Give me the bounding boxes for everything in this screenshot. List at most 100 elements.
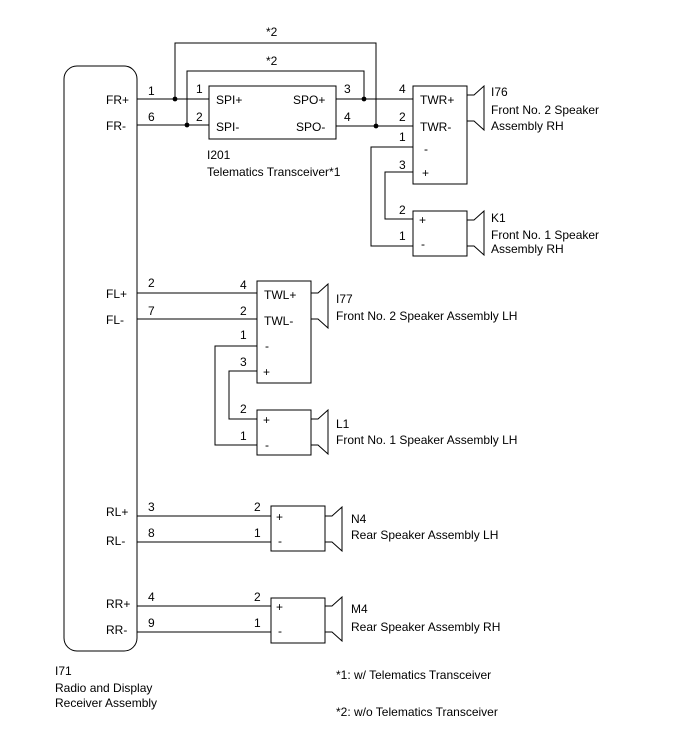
wire-i77-minus-to-l1-minus [214, 345, 257, 446]
i76-id: I76 [491, 85, 508, 99]
telematics-terminal-spi-plus: SPI+ [216, 93, 242, 107]
n4-terminal-minus: - [278, 534, 282, 548]
l1-speaker-cone-icon [310, 408, 329, 456]
i76-speaker-body [412, 85, 468, 185]
bypass-wire-inner [186, 70, 365, 125]
i76-pin-plus: 3 [399, 158, 406, 172]
k1-name-line2: Assembly RH [491, 242, 564, 256]
telematics-pin-spi-minus: 2 [196, 110, 203, 124]
i76-terminal-twr-minus: TWR- [420, 120, 451, 134]
footnote-2: *2: w/o Telematics Transceiver [336, 705, 498, 719]
radio-receiver-id: I71 [55, 664, 72, 678]
k1-name-line1: Front No. 1 Speaker [491, 228, 599, 242]
n4-terminal-plus: + [276, 510, 283, 524]
junction-dot [373, 123, 379, 129]
i77-pin-twl-minus: 2 [240, 304, 247, 318]
telematics-id: I201 [207, 148, 231, 162]
n4-name: Rear Speaker Assembly LH [351, 528, 498, 542]
bypass-note-outer: *2 [266, 25, 278, 39]
n4-speaker-body [270, 505, 326, 552]
n4-speaker-cone-icon [324, 505, 343, 553]
radio-pin-fl-minus: 7 [148, 304, 155, 318]
l1-speaker-body [256, 409, 312, 456]
i76-name-line2: Assembly RH [491, 119, 564, 133]
i76-pin-twr-minus: 2 [399, 110, 406, 124]
i76-name-line1: Front No. 2 Speaker [491, 103, 599, 117]
l1-name: Front No. 1 Speaker Assembly LH [336, 433, 517, 447]
m4-terminal-minus: - [278, 624, 282, 638]
l1-id: L1 [336, 417, 350, 431]
k1-pin-plus: 2 [399, 203, 406, 217]
n4-pin-plus: 2 [254, 500, 261, 514]
footnote-1: *1: w/ Telematics Transceiver [336, 668, 491, 682]
m4-pin-minus: 1 [254, 616, 261, 630]
radio-pin-rr-minus: 9 [148, 616, 155, 630]
k1-terminal-minus: - [421, 237, 425, 251]
wire-i76-plus-to-k1-plus [384, 171, 413, 220]
radio-terminal-fl-plus: FL+ [106, 287, 127, 301]
m4-speaker-body [270, 597, 326, 644]
radio-pin-rr-plus: 4 [148, 590, 155, 604]
n4-id: N4 [351, 512, 367, 526]
telematics-pin-spo-minus: 4 [344, 110, 351, 124]
i76-pin-twr-plus: 4 [399, 82, 406, 96]
radio-terminal-fr-plus: FR+ [106, 93, 129, 107]
i77-pin-twl-plus: 4 [240, 278, 247, 292]
radio-terminal-rr-minus: RR- [106, 623, 127, 637]
i77-pin-plus: 3 [240, 355, 247, 369]
radio-pin-rl-plus: 3 [148, 500, 155, 514]
radio-pin-rl-minus: 8 [148, 526, 155, 540]
l1-pin-plus: 2 [240, 402, 247, 416]
junction-dot [361, 96, 367, 102]
l1-pin-minus: 1 [240, 429, 247, 443]
telematics-transceiver-body [208, 85, 337, 140]
i77-name: Front No. 2 Speaker Assembly LH [336, 309, 517, 323]
radio-pin-fr-minus: 6 [148, 110, 155, 124]
radio-terminal-rr-plus: RR+ [106, 597, 130, 611]
i77-terminal-twl-plus: TWL+ [264, 288, 296, 302]
junction-dot [184, 122, 190, 128]
i76-pin-minus: 1 [399, 130, 406, 144]
telematics-pin-spi-plus: 1 [196, 82, 203, 96]
radio-terminal-fl-minus: FL- [106, 313, 124, 327]
m4-name: Rear Speaker Assembly RH [351, 620, 500, 634]
radio-receiver-body [63, 65, 138, 652]
l1-terminal-minus: - [265, 438, 269, 452]
k1-speaker-cone-icon [466, 209, 485, 257]
i77-id: I77 [336, 292, 353, 306]
i76-terminal-minus: - [424, 142, 428, 156]
i77-pin-minus: 1 [240, 328, 247, 342]
k1-terminal-plus: + [419, 213, 426, 227]
radio-pin-fl-plus: 2 [148, 276, 155, 290]
k1-speaker-body [412, 210, 468, 257]
radio-pin-fr-plus: 1 [148, 84, 155, 98]
radio-receiver-name-line2: Receiver Assembly [55, 696, 157, 710]
m4-id: M4 [351, 602, 368, 616]
i76-terminal-twr-plus: TWR+ [420, 93, 454, 107]
i77-speaker-body [256, 280, 312, 384]
m4-terminal-plus: + [276, 600, 283, 614]
radio-terminal-rl-plus: RL+ [106, 505, 128, 519]
wire-i77-plus-to-l1-plus [228, 370, 257, 420]
telematics-pin-spo-plus: 3 [344, 82, 351, 96]
radio-terminal-rl-minus: RL- [106, 534, 125, 548]
radio-receiver-name-line1: Radio and Display [55, 681, 152, 695]
i77-terminal-twl-minus: TWL- [264, 314, 293, 328]
n4-pin-minus: 1 [254, 526, 261, 540]
l1-terminal-plus: + [263, 413, 270, 427]
k1-id: K1 [491, 211, 506, 225]
i76-terminal-plus: + [422, 166, 429, 180]
radio-terminal-fr-minus: FR- [106, 119, 126, 133]
i76-speaker-cone-icon [466, 84, 485, 132]
wire-i76-minus-to-k1-minus [370, 146, 413, 247]
telematics-name: Telematics Transceiver*1 [207, 165, 341, 179]
i77-speaker-cone-icon [310, 282, 329, 330]
k1-pin-minus: 1 [399, 229, 406, 243]
junction-dot [172, 96, 178, 102]
bypass-wire-outer [174, 42, 377, 126]
i77-terminal-minus: - [265, 339, 269, 353]
m4-speaker-cone-icon [324, 595, 343, 643]
m4-pin-plus: 2 [254, 590, 261, 604]
bypass-note-inner: *2 [266, 54, 278, 68]
